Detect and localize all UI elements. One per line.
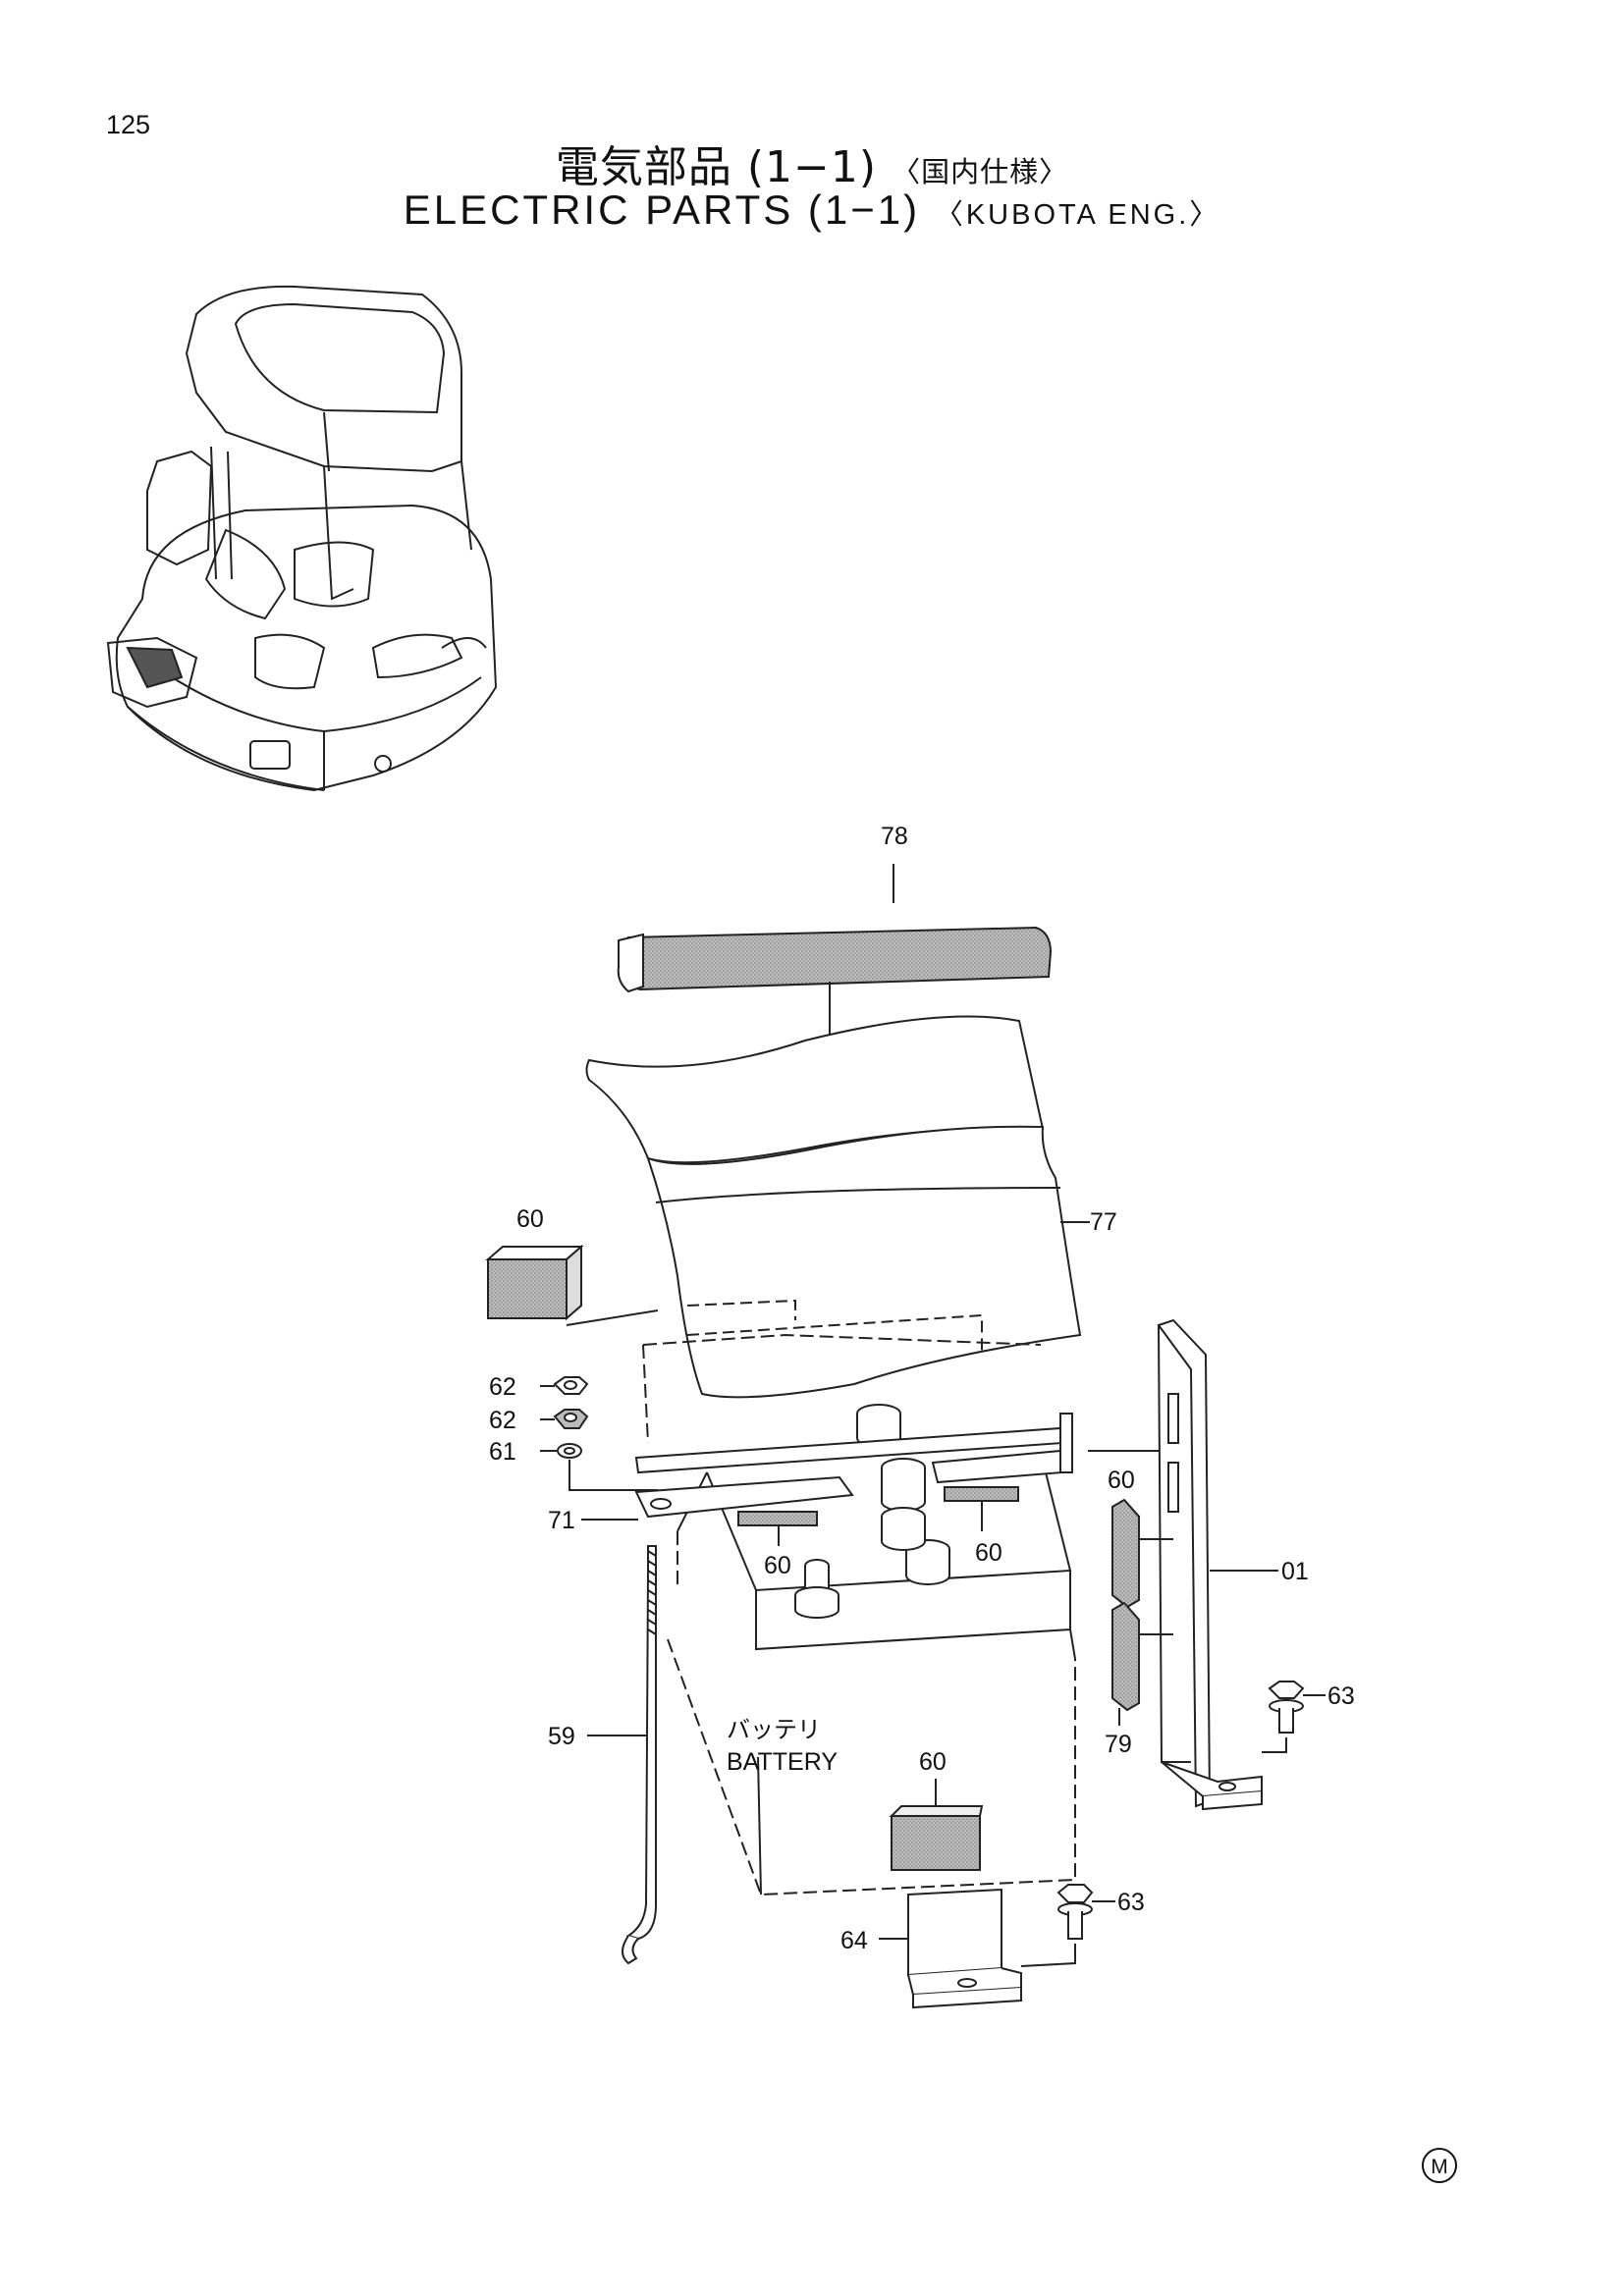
callout-01: 01 — [1281, 1558, 1309, 1585]
callout-60-bracket: 60 — [1108, 1467, 1135, 1494]
callout-59: 59 — [548, 1723, 575, 1750]
callout-63-right: 63 — [1327, 1682, 1355, 1710]
washer-part-61 — [557, 1443, 582, 1459]
callout-61: 61 — [489, 1438, 516, 1466]
bracket-part-01 — [1157, 1318, 1263, 1811]
m-mark-icon: M — [1422, 2148, 1457, 2183]
title-jp-main: 電気部品 (1−1) — [555, 142, 878, 192]
title-jp-sub: 〈国内仕様〉 — [892, 155, 1069, 188]
callout-71: 71 — [548, 1507, 575, 1534]
pad-under-bar-right — [944, 1486, 1019, 1502]
battery-label-jp: バッテリ — [727, 1716, 821, 1743]
bracket-pad-part-79 — [1111, 1601, 1140, 1712]
callout-60-midleft: 60 — [764, 1552, 791, 1579]
rod-part-59 — [622, 1545, 657, 1965]
hold-down-bar-part-71 — [634, 1413, 1073, 1519]
title-en-main: ELECTRIC PARTS (1−1) — [403, 187, 921, 233]
pad-part-60-front — [889, 1805, 984, 1871]
bolt-part-63-right — [1268, 1681, 1305, 1734]
callout-60-topleft: 60 — [516, 1205, 544, 1233]
nut-part-62-a — [553, 1376, 589, 1395]
bottom-bracket-part-64 — [907, 1888, 1022, 2009]
battery-terminals — [794, 1404, 950, 1619]
callout-79: 79 — [1105, 1731, 1132, 1758]
callout-62-a: 62 — [489, 1373, 516, 1401]
callout-77: 77 — [1090, 1208, 1117, 1236]
callout-60-front: 60 — [919, 1748, 947, 1776]
title-english: ELECTRIC PARTS (1−1) 〈KUBOTA ENG.〉 — [0, 187, 1624, 234]
bracket-pad-part-60 — [1111, 1498, 1140, 1609]
callout-78: 78 — [881, 823, 908, 850]
callout-63-bottom: 63 — [1117, 1889, 1145, 1916]
pad-part-60-topleft — [485, 1244, 584, 1321]
machine-overview-illustration — [106, 285, 498, 792]
battery-cover-part-78 — [617, 926, 1053, 993]
callout-62-b: 62 — [489, 1407, 516, 1434]
pad-under-bar-left — [737, 1511, 818, 1526]
title-japanese: 電気部品 (1−1) 〈国内仕様〉 — [0, 132, 1624, 194]
insulator-sheet-part-77 — [585, 1015, 1082, 1399]
callout-64: 64 — [840, 1927, 868, 1954]
callout-60-midright: 60 — [975, 1539, 1002, 1567]
bolt-part-63-bottom — [1056, 1884, 1094, 1940]
nut-part-62-b — [553, 1409, 589, 1429]
title-en-sub: 〈KUBOTA ENG.〉 — [934, 199, 1221, 231]
page-number: 125 — [106, 110, 151, 139]
battery-label-en: BATTERY — [727, 1748, 838, 1776]
